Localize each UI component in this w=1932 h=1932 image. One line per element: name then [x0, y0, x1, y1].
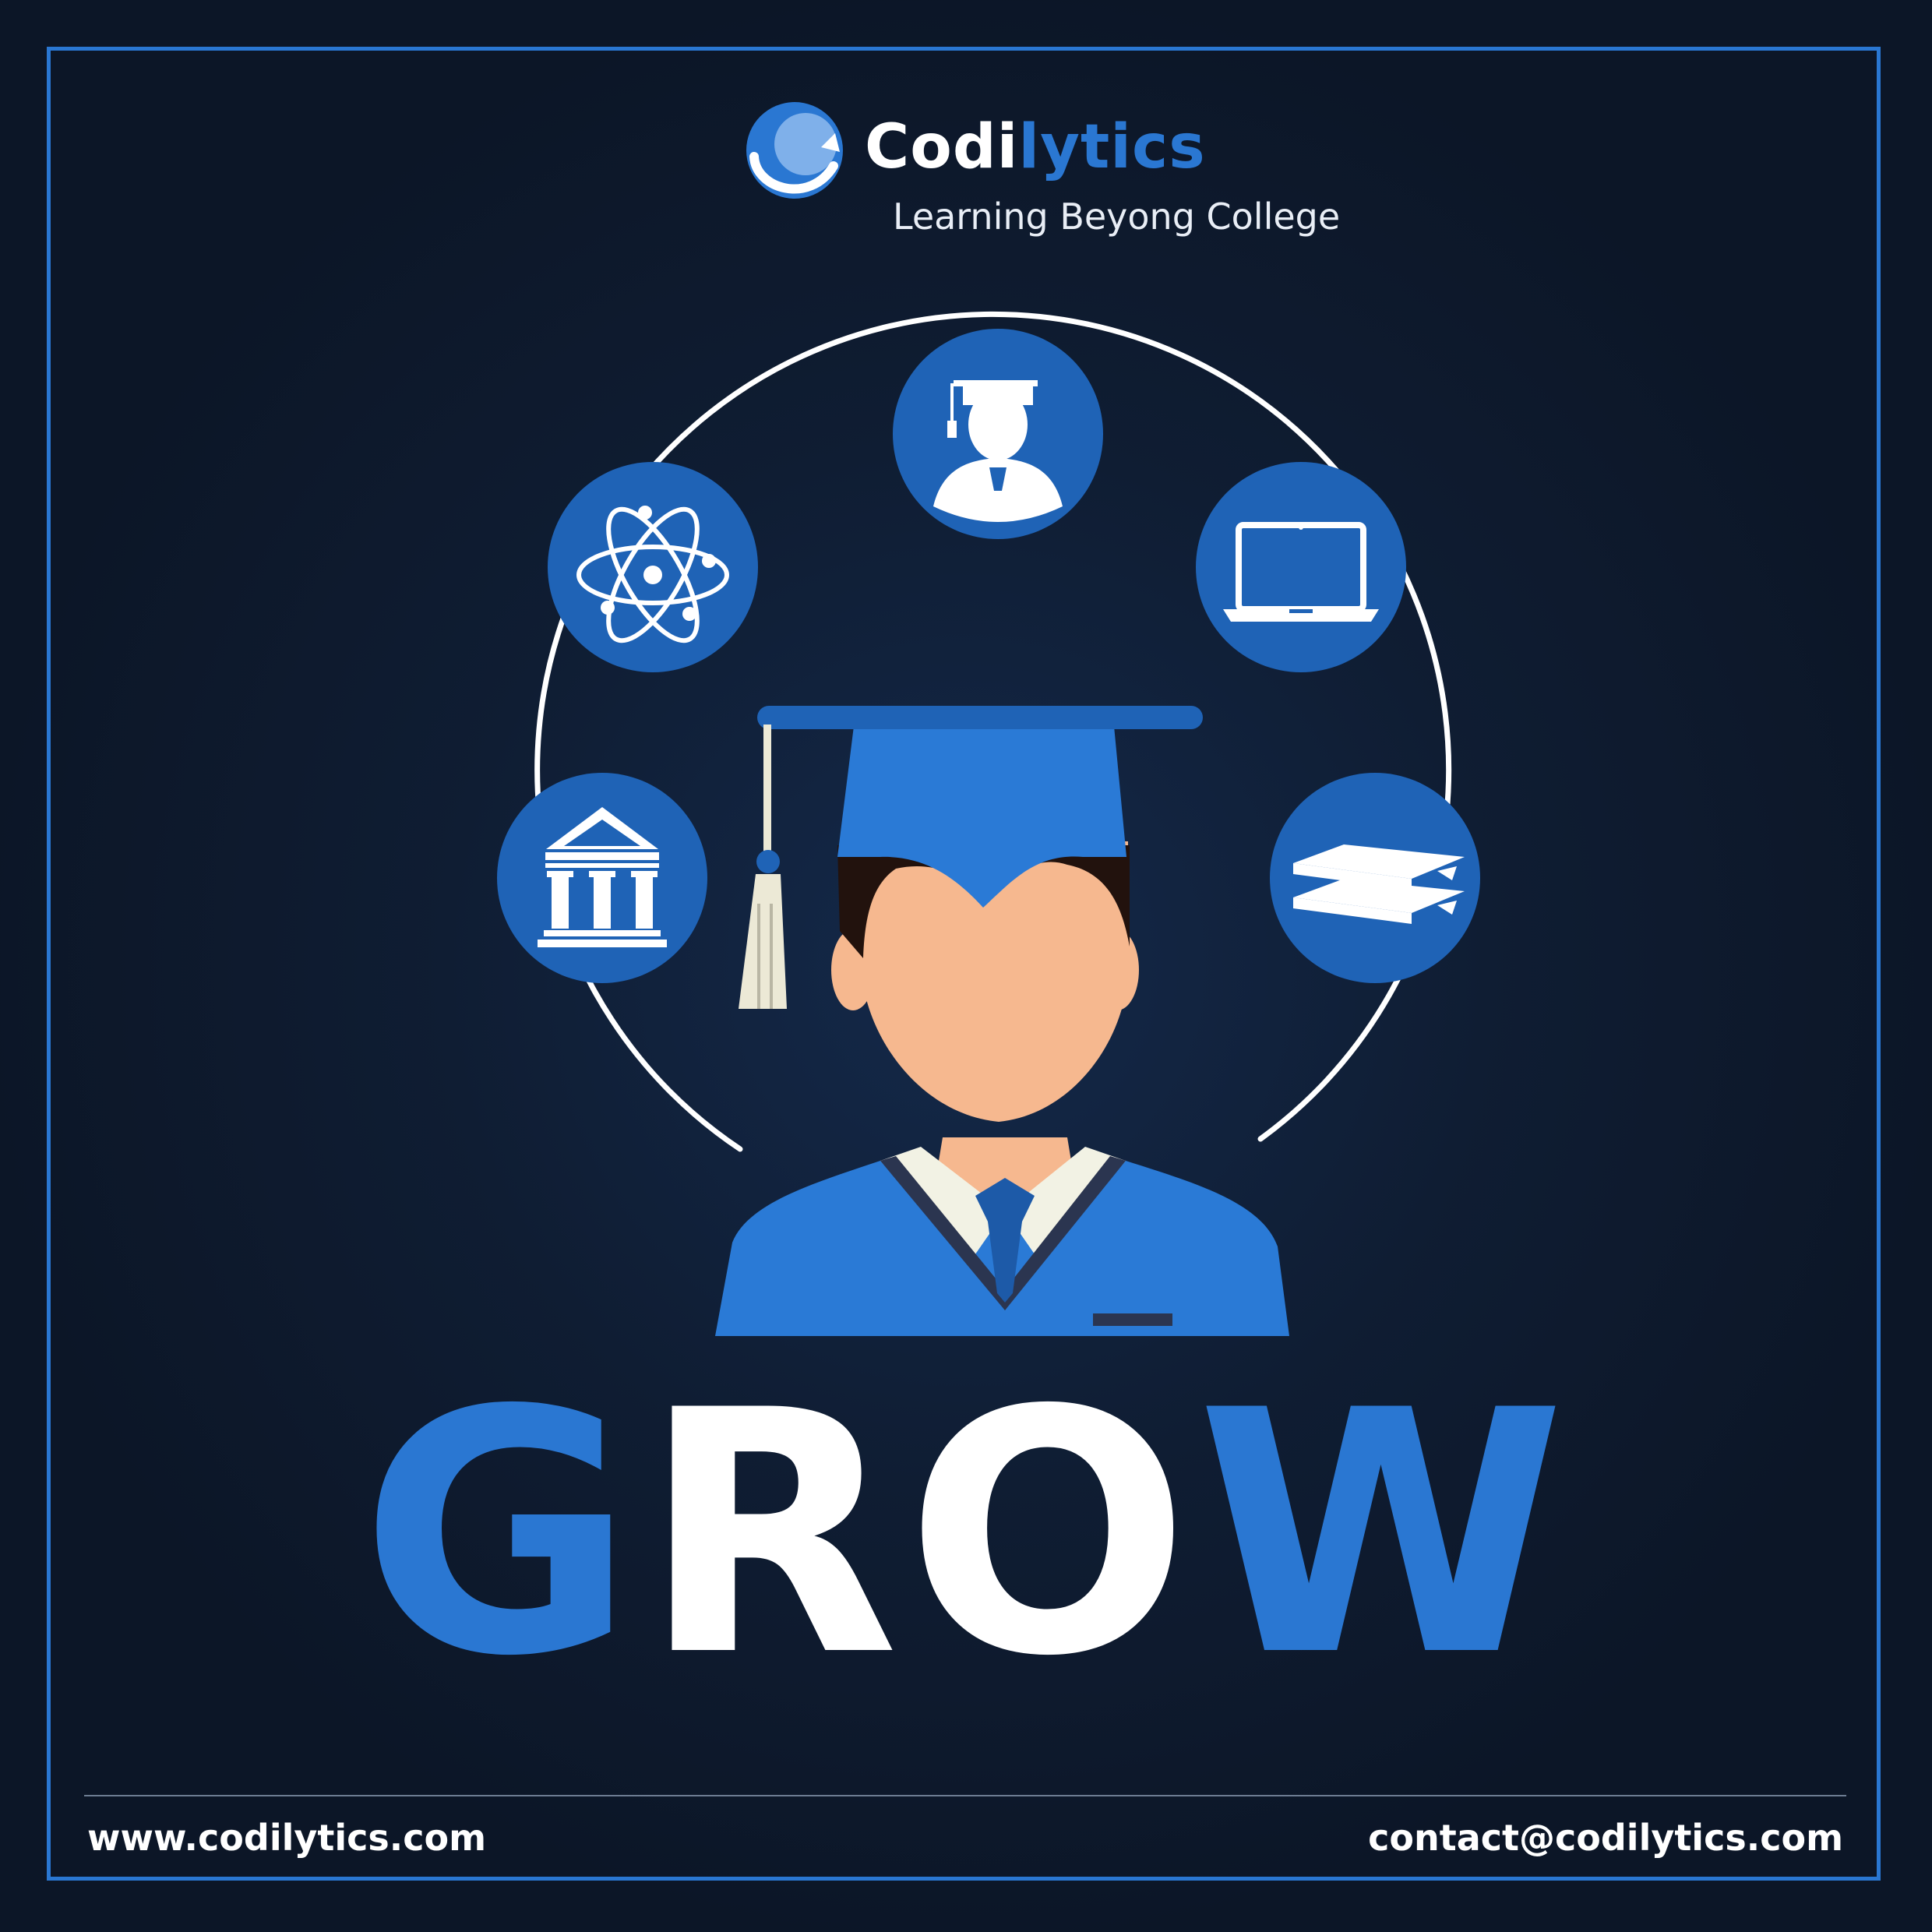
website-link[interactable]: www.codilytics.com: [87, 1817, 487, 1859]
mortarboard-cap: [739, 706, 1203, 1009]
headline-letter-w: W: [1196, 1340, 1572, 1729]
border-frame: [47, 47, 1881, 1881]
brand-name-part2: lytics: [1018, 112, 1206, 182]
headline-letter-o: O: [905, 1340, 1197, 1729]
graduate-icon: [893, 329, 1103, 539]
laptop-icon: [1196, 462, 1406, 672]
email-link[interactable]: contact@codilytics.com: [1368, 1817, 1843, 1859]
brand-name-part1: Codi: [865, 112, 1019, 182]
brand-tagline: Learning Beyong College: [893, 196, 1341, 238]
grow-headline: GROW: [0, 1367, 1932, 1702]
books-icon: [1270, 773, 1480, 983]
codilytics-logo-icon: [746, 102, 843, 199]
footer-divider: [84, 1795, 1846, 1796]
headline-letter-r: R: [640, 1340, 906, 1729]
headline-letter-g: G: [360, 1340, 641, 1729]
bank-icon: [497, 773, 707, 983]
graduate-figure: [715, 1137, 1289, 1336]
brand-name: Codilytics: [865, 117, 1206, 178]
atom-icon: [548, 462, 758, 672]
